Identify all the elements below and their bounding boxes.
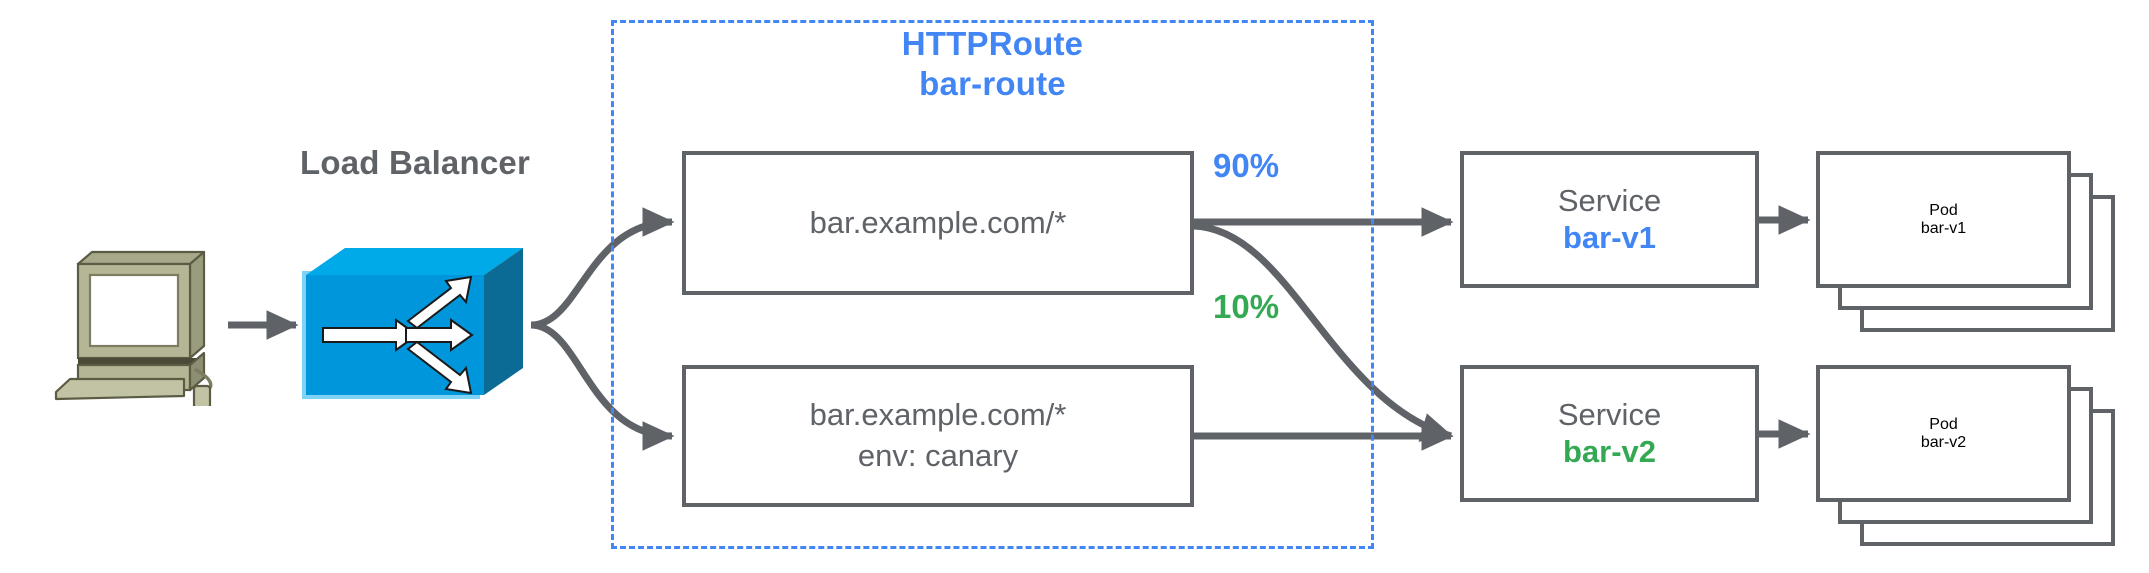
httproute-rule-canary-box[interactable]: bar.example.com/* env: canary: [682, 365, 1194, 507]
httproute-kind-label: HTTPRoute: [901, 25, 1084, 62]
arrow-rule-default-to-service-v2: [1193, 222, 1454, 442]
httproute-name-label: bar-route: [919, 65, 1066, 103]
service-bar-v2-box[interactable]: Service bar-v2: [1460, 365, 1759, 502]
arrow-lb-to-rule-canary: [530, 321, 675, 451]
httproute-group-boundary: [611, 20, 1374, 549]
rule-canary-match: bar.example.com/*: [809, 397, 1067, 433]
load-balancer-node: [301, 246, 531, 406]
httproute-group-title: HTTPRoute bar-route: [611, 24, 1374, 105]
weight-label-10: 10%: [1213, 288, 1280, 325]
httproute-rule-default-box[interactable]: bar.example.com/*: [682, 151, 1194, 295]
pod-v2-kind-label: Pod: [1929, 415, 1958, 433]
pod-v1-name-label: bar-v1: [1920, 219, 1967, 237]
desktop-computer-icon: [54, 250, 213, 410]
service-v2-kind-label: Service: [1557, 396, 1662, 432]
rule-default-match: bar.example.com/*: [809, 204, 1067, 240]
load-balancer-label: Load Balancer: [299, 144, 530, 181]
pod-v1-replica-front[interactable]: Pod bar-v1: [1816, 151, 2071, 288]
client-computer: [44, 246, 219, 410]
load-balancer-icon: [302, 248, 523, 399]
service-v1-name-label: bar-v1: [1562, 219, 1657, 255]
weight-label-90: 90%: [1213, 147, 1280, 184]
service-v2-name-label: bar-v2: [1562, 433, 1657, 469]
pod-v2-name-label: bar-v2: [1920, 433, 1967, 451]
pod-bar-v1-stack[interactable]: Pod bar-v1: [1816, 151, 2115, 332]
service-v1-kind-label: Service: [1557, 182, 1662, 218]
pod-v2-replica-front[interactable]: Pod bar-v2: [1816, 365, 2071, 502]
service-bar-v1-box[interactable]: Service bar-v1: [1460, 151, 1759, 288]
pod-bar-v2-stack[interactable]: Pod bar-v2: [1816, 365, 2115, 546]
arrow-lb-to-rule-default: [530, 207, 675, 329]
rule-canary-qualifier: env: canary: [857, 438, 1019, 473]
pod-v1-kind-label: Pod: [1929, 201, 1958, 219]
